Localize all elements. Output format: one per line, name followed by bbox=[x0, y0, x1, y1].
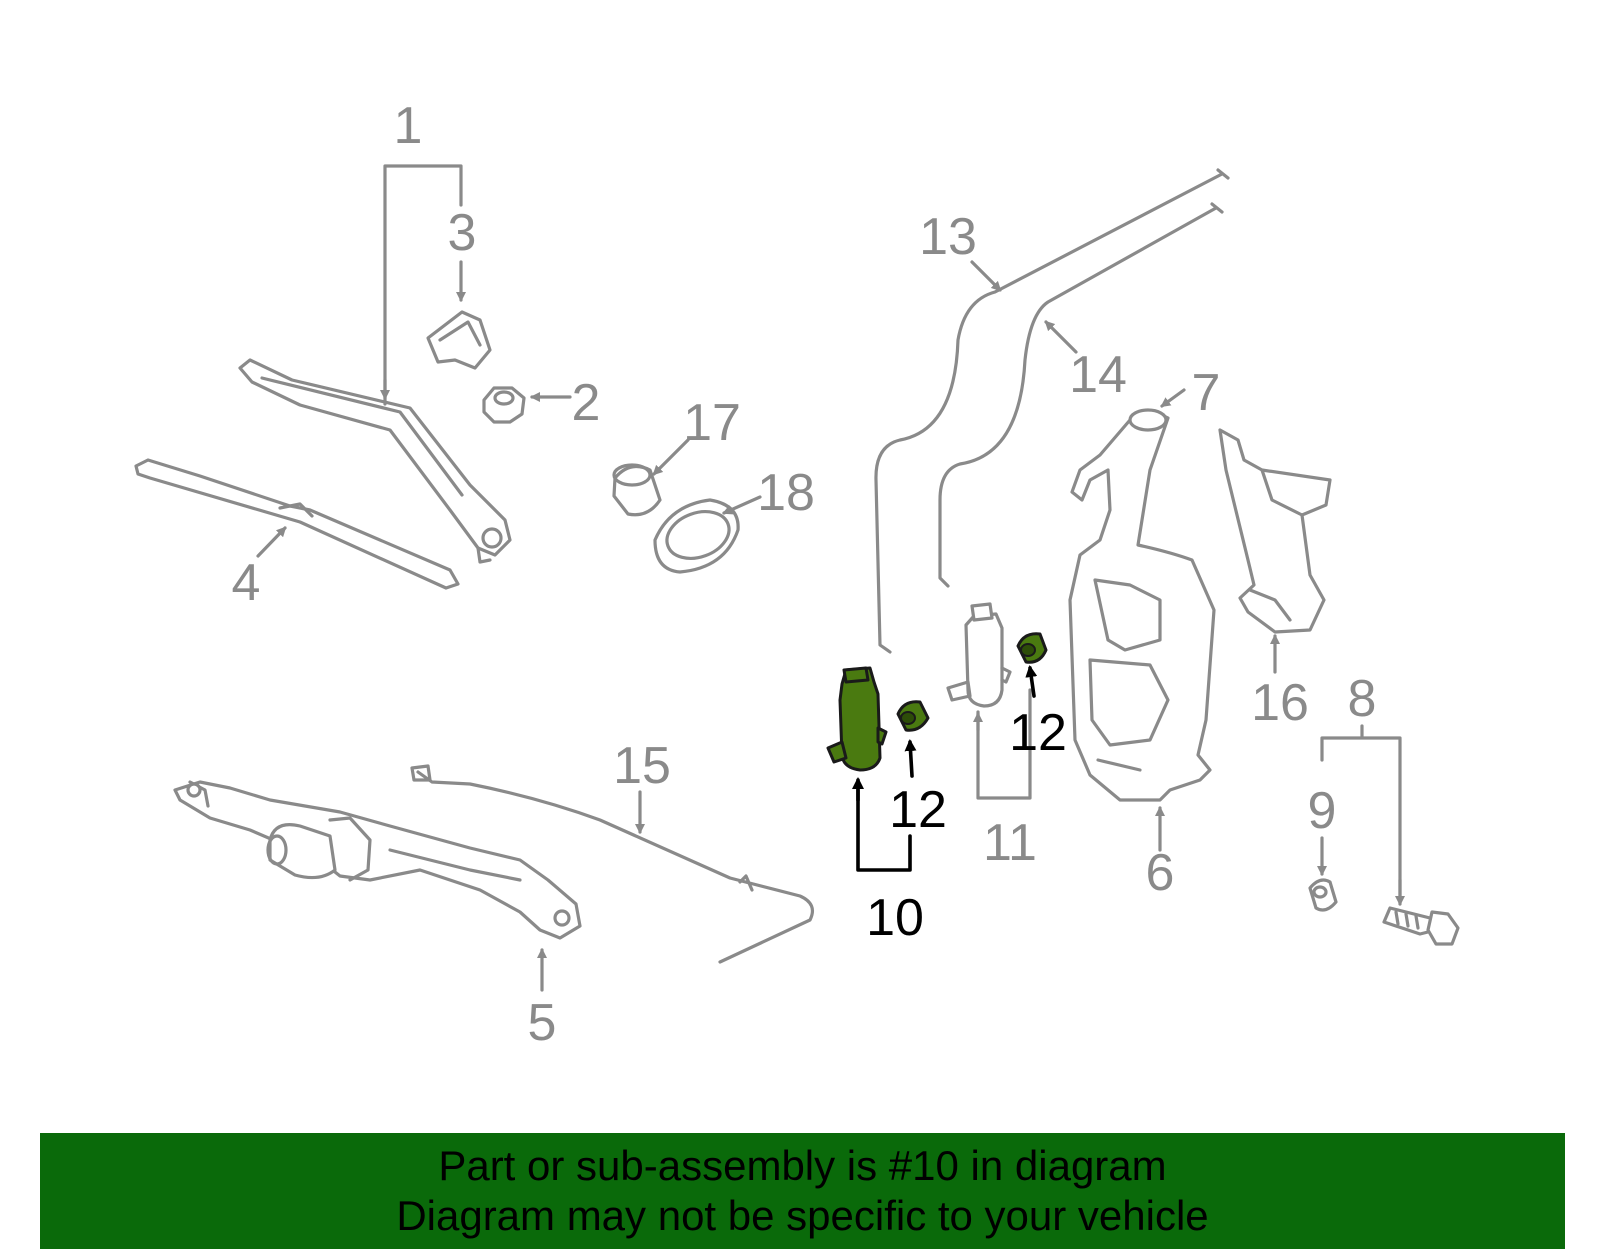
label-14: 14 bbox=[1069, 346, 1127, 404]
washer-pump-11-part bbox=[946, 602, 1012, 708]
label-9: 9 bbox=[1308, 782, 1337, 840]
callout-5: 5 bbox=[528, 948, 557, 1052]
washer-pump-10-part bbox=[826, 666, 888, 772]
callout-17: 17 bbox=[652, 394, 741, 476]
nut-part bbox=[482, 386, 526, 424]
wiper-blade-part bbox=[134, 458, 460, 590]
label-2: 2 bbox=[572, 374, 601, 432]
callout-13: 13 bbox=[919, 208, 1002, 292]
washer-reservoir-part bbox=[1068, 408, 1216, 802]
info-banner: Part or sub-assembly is #10 in diagram D… bbox=[40, 1133, 1565, 1249]
reservoir-bracket-part bbox=[1218, 428, 1332, 634]
label-13: 13 bbox=[919, 208, 977, 266]
callout-14: 14 bbox=[1044, 320, 1127, 404]
banner-line-2: Diagram may not be specific to your vehi… bbox=[396, 1192, 1209, 1239]
callout-8: 8 bbox=[1320, 670, 1405, 906]
pump-grommet-12-upper-part bbox=[1016, 632, 1048, 664]
label-12-upper: 12 bbox=[1009, 704, 1067, 762]
label-7: 7 bbox=[1192, 364, 1221, 422]
callout-2: 2 bbox=[530, 374, 601, 432]
callout-9: 9 bbox=[1308, 782, 1337, 876]
label-10: 10 bbox=[866, 889, 924, 947]
label-15: 15 bbox=[613, 737, 671, 795]
callout-11: 11 bbox=[973, 688, 1037, 872]
callout-4: 4 bbox=[232, 526, 287, 612]
callout-18: 18 bbox=[722, 464, 815, 522]
callout-7: 7 bbox=[1160, 364, 1221, 422]
washer-hose-14-part bbox=[938, 202, 1224, 588]
banner-line-1: Part or sub-assembly is #10 in diagram bbox=[438, 1142, 1167, 1189]
seal-ring-part bbox=[653, 498, 740, 574]
grommet-part bbox=[612, 463, 662, 517]
callout-15: 15 bbox=[613, 737, 671, 834]
label-8: 8 bbox=[1348, 670, 1377, 728]
callout-16: 16 bbox=[1251, 634, 1309, 732]
parts-diagram: 1 3 2 4 17 18 bbox=[134, 97, 1460, 1052]
callout-6: 6 bbox=[1146, 806, 1175, 902]
label-12-lower: 12 bbox=[889, 781, 947, 839]
label-17: 17 bbox=[683, 394, 741, 452]
wiper-arm-part bbox=[238, 358, 512, 564]
label-4: 4 bbox=[232, 554, 261, 612]
label-18: 18 bbox=[757, 464, 815, 522]
label-1: 1 bbox=[394, 97, 423, 155]
callout-10: 10 bbox=[852, 777, 924, 947]
pump-grommet-12-lower-part bbox=[896, 700, 930, 732]
callout-12-lower: 12 bbox=[889, 739, 947, 839]
nut-9-part bbox=[1308, 878, 1338, 912]
label-6: 6 bbox=[1146, 844, 1175, 902]
callout-12-upper: 12 bbox=[1009, 665, 1067, 762]
label-16: 16 bbox=[1251, 674, 1309, 732]
bolt-part bbox=[1382, 906, 1460, 946]
label-3: 3 bbox=[448, 204, 477, 262]
label-11: 11 bbox=[983, 814, 1037, 872]
wiper-linkage-part bbox=[173, 780, 582, 940]
washer-hose-15-part bbox=[410, 764, 814, 964]
arm-cap-part bbox=[426, 310, 492, 370]
callout-1: 1 bbox=[380, 97, 463, 406]
washer-hose-13-part bbox=[874, 168, 1230, 654]
label-5: 5 bbox=[528, 994, 557, 1052]
callout-3: 3 bbox=[448, 204, 477, 302]
